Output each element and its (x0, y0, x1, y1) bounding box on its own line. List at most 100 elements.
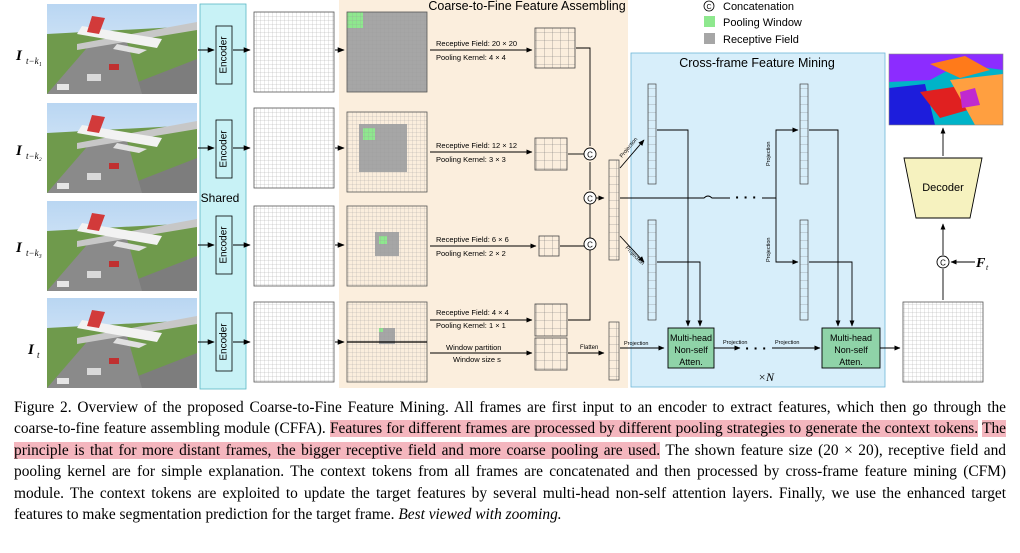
svg-text:C: C (587, 151, 593, 160)
encoder-box-4: Encoder (215, 312, 233, 372)
pooled-grid-2 (534, 137, 568, 171)
legend-pooling-window: Pooling Window (704, 16, 802, 29)
svg-text:t−k₂: t−k₂ (26, 151, 42, 161)
encoder-box-3: Encoder (215, 215, 233, 275)
cffa-grid-1 (346, 11, 428, 93)
legend-concat: C Concatenation (703, 0, 794, 13)
feature-grid-3 (253, 205, 335, 287)
branch-4-pk: Pooling Kernel: 1 × 1 (436, 321, 506, 330)
svg-text:Atten.: Atten. (839, 357, 863, 367)
feature-grid-4 (253, 301, 335, 383)
concat-circle-output: C (936, 255, 950, 269)
window-partition-label: Window partition (446, 343, 501, 352)
concat-circle-3: C (583, 237, 597, 251)
svg-text:Non-self: Non-self (834, 345, 868, 355)
target-token-column (608, 321, 620, 381)
ellipsis-top: · · · (735, 189, 757, 205)
caption-text-1: Figure 2. Overview of the proposed Coars… (14, 399, 1006, 438)
input-frame-1 (47, 4, 197, 94)
attention-block-1: Multi-head Non-self Atten. (667, 327, 715, 369)
svg-text:I: I (15, 48, 23, 64)
ellipsis-bottom: · · · (745, 340, 767, 356)
branch-1-rf: Receptive Field: 20 × 20 (436, 39, 517, 48)
svg-text:t−k₁: t−k₁ (26, 56, 42, 66)
branch-2-pk: Pooling Kernel: 3 × 3 (436, 155, 506, 164)
branch-3-pk: Pooling Kernel: 2 × 2 (436, 249, 506, 258)
kv-column-4 (799, 219, 809, 321)
svg-text:Multi-head: Multi-head (830, 333, 872, 343)
legend: C Concatenation Pooling Window Receptive… (703, 0, 802, 46)
attention-block-2: Multi-head Non-self Atten. (821, 327, 881, 369)
projection-label-4: Projection (766, 142, 772, 166)
figure-diagram: Coarse-to-Fine Feature Assembling Cross-… (15, 0, 1004, 390)
enhanced-feature-grid (902, 301, 984, 383)
projection-label-6: Projection (723, 340, 747, 346)
svg-text:I: I (15, 240, 23, 256)
context-token-column (608, 159, 620, 261)
svg-text:C: C (706, 4, 711, 11)
pooled-grid-4 (534, 303, 568, 337)
projection-label-3: Projection (624, 341, 648, 347)
frame-label-4: I t (27, 342, 40, 360)
encoder-box-2: Encoder (215, 119, 233, 179)
cffa-title: Coarse-to-Fine Feature Assembling (428, 0, 625, 13)
svg-text:C: C (940, 259, 946, 268)
branch-2-rf: Receptive Field: 12 × 12 (436, 141, 517, 150)
times-n-label: ×N (758, 370, 775, 384)
svg-text:C: C (587, 195, 593, 204)
figure-caption: Figure 2. Overview of the proposed Coars… (14, 397, 1006, 525)
frame-label-2: I t−k₂ (15, 143, 42, 161)
cffa-grid-4 (346, 301, 428, 383)
projection-label-5: Projection (766, 238, 772, 262)
svg-text:Atten.: Atten. (679, 357, 703, 367)
kv-column-3 (799, 83, 809, 185)
svg-text:Decoder: Decoder (922, 182, 964, 194)
branch-3-rf: Receptive Field: 6 × 6 (436, 235, 509, 244)
pooled-grid-3 (538, 235, 560, 257)
svg-text:Encoder: Encoder (219, 130, 230, 168)
cfm-title: Cross-frame Feature Mining (679, 56, 835, 70)
svg-text:F: F (975, 256, 986, 271)
flatten-label: Flatten (580, 345, 598, 351)
ft-label: F t (975, 256, 989, 272)
segmentation-output (888, 53, 1004, 126)
concat-circle-2: C (583, 191, 597, 205)
legend-receptive-field: Receptive Field (704, 33, 799, 46)
svg-text:I: I (15, 143, 23, 159)
kv-column-2 (647, 219, 657, 321)
branch-labels: Receptive Field: 20 × 20 Pooling Kernel:… (436, 39, 517, 364)
caption-italic: Best viewed with zooming. (398, 506, 562, 524)
pooled-grid-1 (534, 27, 576, 69)
svg-text:Concatenation: Concatenation (723, 1, 794, 13)
input-frame-3 (47, 201, 197, 291)
frame-label-3: I t−k₃ (15, 240, 42, 258)
svg-text:Encoder: Encoder (219, 226, 230, 264)
concat-circle-1: C (583, 147, 597, 161)
svg-text:I: I (27, 342, 35, 358)
feature-grid-1 (253, 11, 335, 93)
svg-text:Pooling Window: Pooling Window (723, 17, 802, 29)
decoder-block: Decoder (903, 157, 983, 219)
caption-text-2: The shown feature size (20 × 20), recept… (14, 441, 1006, 524)
shared-label: Shared (201, 191, 240, 205)
feature-grid-2 (253, 107, 335, 189)
svg-text:C: C (587, 241, 593, 250)
svg-text:Encoder: Encoder (219, 36, 230, 74)
kv-column-1 (647, 83, 657, 185)
input-frame-2 (47, 103, 197, 193)
svg-text:Multi-head: Multi-head (670, 333, 712, 343)
frame-label-1: I t−k₁ (15, 48, 42, 66)
cffa-grid-2 (346, 111, 428, 193)
branch-1-pk: Pooling Kernel: 4 × 4 (436, 53, 506, 62)
cffa-grid-3 (346, 205, 428, 287)
svg-text:t: t (986, 263, 989, 272)
svg-text:Non-self: Non-self (674, 345, 708, 355)
caption-highlight-1: Features for different frames are proces… (329, 420, 979, 438)
svg-text:Encoder: Encoder (219, 323, 230, 361)
encoder-box-1: Encoder (215, 25, 233, 85)
input-frame-4 (47, 298, 197, 388)
branch-4-rf: Receptive Field: 4 × 4 (436, 308, 509, 317)
projection-label-7: Projection (775, 340, 799, 346)
svg-text:t−k₃: t−k₃ (26, 248, 42, 258)
window-grid (534, 337, 568, 371)
